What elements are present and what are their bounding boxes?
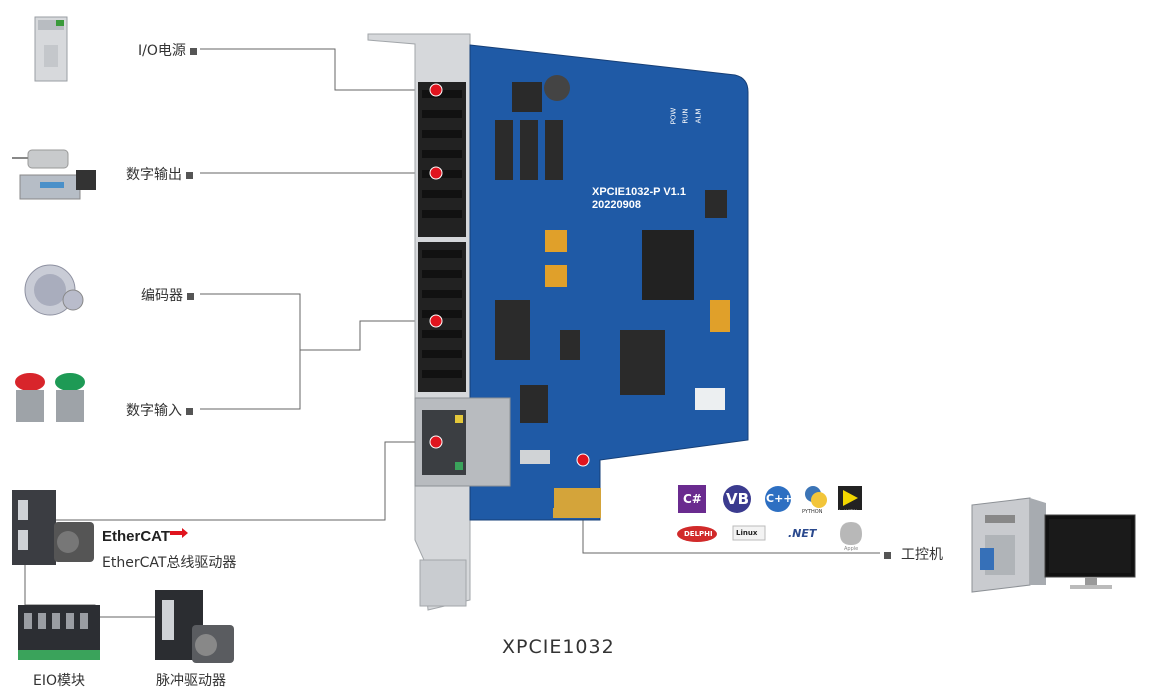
ethercat-logo: EtherCAT (102, 528, 171, 545)
python-icon: PYTHON (802, 509, 823, 515)
board-date-text: 20220908 (592, 199, 641, 211)
io-power-text: I/O电源 (138, 43, 186, 59)
csharp-icon: C# (683, 492, 702, 506)
pulse-driver-icon (155, 590, 234, 663)
ethercat-drive-icon (12, 490, 94, 565)
digital-output-text: 数字输出 (126, 167, 182, 183)
push-buttons-icon (15, 373, 85, 422)
square-bullet-icon (187, 292, 194, 300)
line-io-power (200, 48, 435, 91)
square-bullet-icon (186, 171, 193, 179)
line-digital-input (200, 350, 301, 410)
ethercat-driver-label: EtherCAT总线驱动器 (102, 555, 237, 571)
pulse-driver-label: 脉冲驱动器 (156, 673, 226, 689)
board-model-text: XPCIE1032-P V1.1 (592, 186, 686, 198)
eio-module-icon (18, 605, 100, 660)
cpp-icon: C++ (766, 492, 793, 505)
square-bullet-icon (884, 551, 891, 559)
digital-output-label: 数字输出 (126, 164, 197, 184)
line-ethercat (40, 441, 435, 521)
product-caption: XPCIE1032 (502, 636, 615, 658)
digital-input-label: 数字输入 (126, 400, 197, 420)
dotnet-icon: .NET (788, 527, 817, 540)
monitor-icon (1044, 514, 1136, 589)
labview-icon: LabVIEW (839, 509, 857, 514)
vb-icon: VB (726, 490, 750, 508)
io-power-label: I/O电源 (138, 40, 201, 60)
encoder-icon (24, 264, 84, 316)
delphi-icon: DELPHI (684, 530, 713, 538)
line-encoder (200, 293, 435, 351)
eio-module-label: EIO模块 (33, 673, 85, 689)
digital-input-text: 数字输入 (126, 403, 182, 419)
encoder-text: 编码器 (141, 288, 183, 304)
industrial-pc-icon (971, 497, 1046, 593)
ipc-text: 工控机 (901, 547, 943, 563)
power-supply-icon (34, 16, 68, 82)
valve-icon (12, 149, 96, 200)
square-bullet-icon (186, 407, 193, 415)
square-bullet-icon (189, 47, 197, 55)
apple-icon: Apple (844, 546, 859, 552)
encoder-label: 编码器 (141, 285, 198, 305)
linux-icon: Linux (736, 529, 758, 537)
ipc-label: 工控机 (880, 544, 943, 564)
